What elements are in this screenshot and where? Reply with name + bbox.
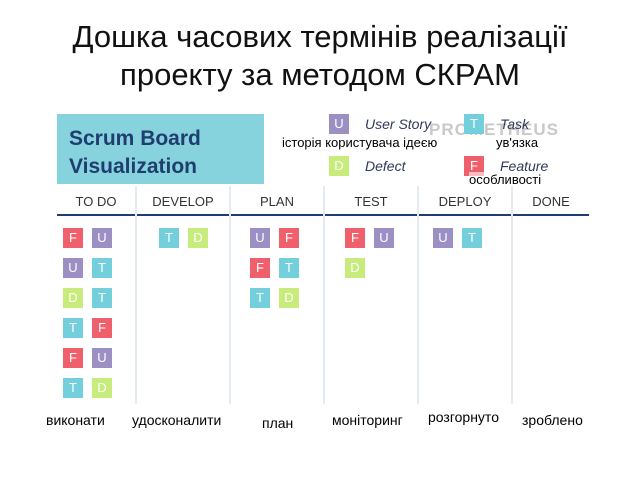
card-todo-t[interactable]: T — [92, 258, 112, 278]
card-deploy-u[interactable]: U — [433, 228, 453, 248]
card-todo-f[interactable]: F — [63, 228, 83, 248]
card-todo-t[interactable]: T — [63, 318, 83, 338]
column-caption-develop: удосконалити — [132, 412, 222, 428]
column-caption-plan: план — [262, 415, 294, 431]
legend-feature-label: Feature — [500, 158, 549, 174]
legend-task-label: Task — [500, 116, 530, 132]
board-header-line-1: Scrum Board — [69, 127, 201, 150]
watermark: PROMETHEUS — [429, 120, 559, 139]
card-test-u[interactable]: U — [374, 228, 394, 248]
card-todo-d[interactable]: D — [92, 378, 112, 398]
card-todo-f[interactable]: F — [92, 318, 112, 338]
card-plan-f[interactable]: F — [279, 228, 299, 248]
column-caption-test: моніторинг — [332, 412, 403, 428]
legend-user-story-box: U — [329, 114, 349, 134]
slide-title: Дошка часових термінів реалізації проект… — [0, 18, 640, 94]
card-test-d[interactable]: D — [345, 258, 365, 278]
legend-feature-box: F — [464, 156, 484, 176]
card-plan-d[interactable]: D — [279, 288, 299, 308]
slide-title-line-2: проекту за методом СКРАМ — [120, 57, 520, 92]
card-test-f[interactable]: F — [345, 228, 365, 248]
column-header-develop: DEVELOP — [152, 194, 214, 209]
board-header: Scrum Board Visualization — [57, 114, 264, 184]
card-plan-t[interactable]: T — [250, 288, 270, 308]
card-plan-t[interactable]: T — [279, 258, 299, 278]
column-divider — [511, 186, 513, 404]
card-plan-f[interactable]: F — [250, 258, 270, 278]
legend-user-story-label: User Story — [365, 116, 432, 132]
column-header-plan: PLAN — [260, 194, 294, 209]
legend-user-story-ua: історія користувача ідеєю — [282, 135, 438, 150]
legend-defect-label: Defect — [365, 158, 406, 174]
legend-feature-ua: особливості — [469, 172, 542, 187]
scrum-board: Scrum Board Visualization PROMETHEUS U U… — [49, 106, 589, 404]
board-header-line-2: Visualization — [69, 155, 197, 178]
card-todo-t[interactable]: T — [63, 378, 83, 398]
legend-task-ua: ув'язка — [496, 135, 539, 150]
column-divider — [417, 186, 419, 404]
column-header-todo: TO DO — [75, 194, 117, 209]
card-todo-u[interactable]: U — [92, 228, 112, 248]
column-header-test: TEST — [354, 194, 388, 209]
column-caption-deploy: розгорнуто — [428, 409, 499, 425]
column-divider — [229, 186, 231, 404]
legend-task-box: T — [464, 114, 484, 134]
legend-defect-box: D — [329, 156, 349, 176]
column-divider — [323, 186, 325, 404]
card-todo-u[interactable]: U — [92, 348, 112, 368]
card-deploy-t[interactable]: T — [462, 228, 482, 248]
card-plan-u[interactable]: U — [250, 228, 270, 248]
card-develop-t[interactable]: T — [159, 228, 179, 248]
slide-title-line-1: Дошка часових термінів реалізації — [72, 19, 568, 54]
column-header-deploy: DEPLOY — [438, 194, 492, 209]
card-todo-t[interactable]: T — [92, 288, 112, 308]
card-todo-f[interactable]: F — [63, 348, 83, 368]
card-develop-d[interactable]: D — [188, 228, 208, 248]
column-caption-done: зроблено — [522, 412, 583, 428]
card-todo-u[interactable]: U — [63, 258, 83, 278]
column-caption-todo: виконати — [46, 412, 105, 428]
column-header-done: DONE — [532, 194, 570, 209]
card-todo-d[interactable]: D — [63, 288, 83, 308]
column-divider — [135, 186, 137, 404]
